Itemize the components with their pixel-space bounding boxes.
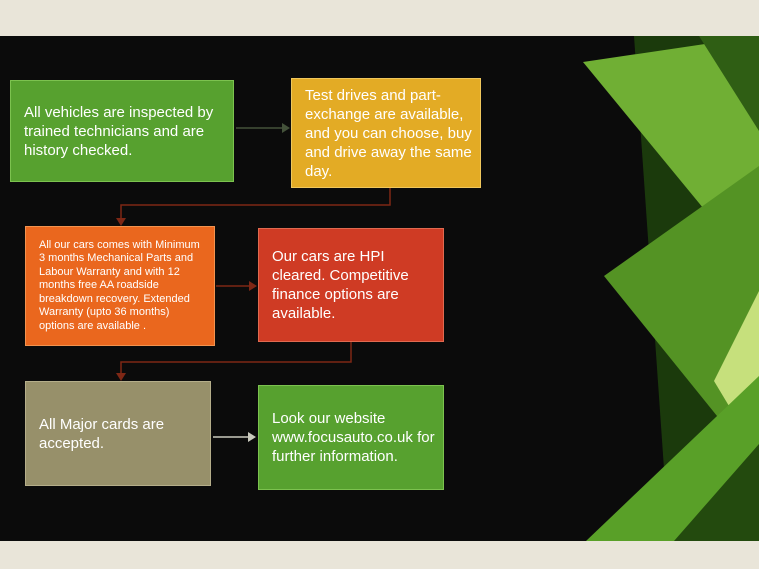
decor-dark-top-corner <box>699 36 759 131</box>
flow-box-test-drive-text: Test drives and part-exchange are availa… <box>305 86 472 180</box>
flow-box-test-drive: Test drives and part-exchange are availa… <box>291 78 481 188</box>
decor-mid-wedge <box>604 166 759 468</box>
flow-box-cards: All Major cards are accepted. <box>25 381 211 486</box>
slide-frame-bottom <box>0 541 759 569</box>
arrow-testdrive-to-warranty <box>120 188 391 218</box>
green-accent-graphic <box>583 36 759 541</box>
flow-box-warranty: All our cars comes with Minimum 3 months… <box>25 226 215 346</box>
flow-box-cards-text: All Major cards are accepted. <box>39 415 165 452</box>
flow-box-inspection-text: All vehicles are inspected by trained te… <box>24 103 214 159</box>
arrowhead-hpi-to-cards <box>116 373 126 381</box>
flow-box-hpi-finance: Our cars are HPI cleared. Competitive fi… <box>258 228 444 342</box>
slide-body: All vehicles are inspected by trained te… <box>0 36 759 541</box>
decor-bottom-dark-corner <box>674 444 759 541</box>
arrowhead-cards-to-website <box>248 432 256 442</box>
flow-box-hpi-finance-text: Our cars are HPI cleared. Competitive fi… <box>272 248 409 322</box>
arrow-hpi-to-cards <box>120 342 352 373</box>
arrowhead-testdrive-to-warranty <box>116 218 126 226</box>
flow-box-website: Look our website www.focusauto.co.uk for… <box>258 385 444 490</box>
slide-frame-top <box>0 0 759 36</box>
arrowhead-warranty-to-hpi <box>249 281 257 291</box>
flow-box-website-text: Look our website www.focusauto.co.uk for… <box>272 410 435 465</box>
flow-box-inspection: All vehicles are inspected by trained te… <box>10 80 234 182</box>
flow-box-warranty-text: All our cars comes with Minimum 3 months… <box>39 238 200 332</box>
arrowhead-inspection-to-testdrive <box>282 123 290 133</box>
